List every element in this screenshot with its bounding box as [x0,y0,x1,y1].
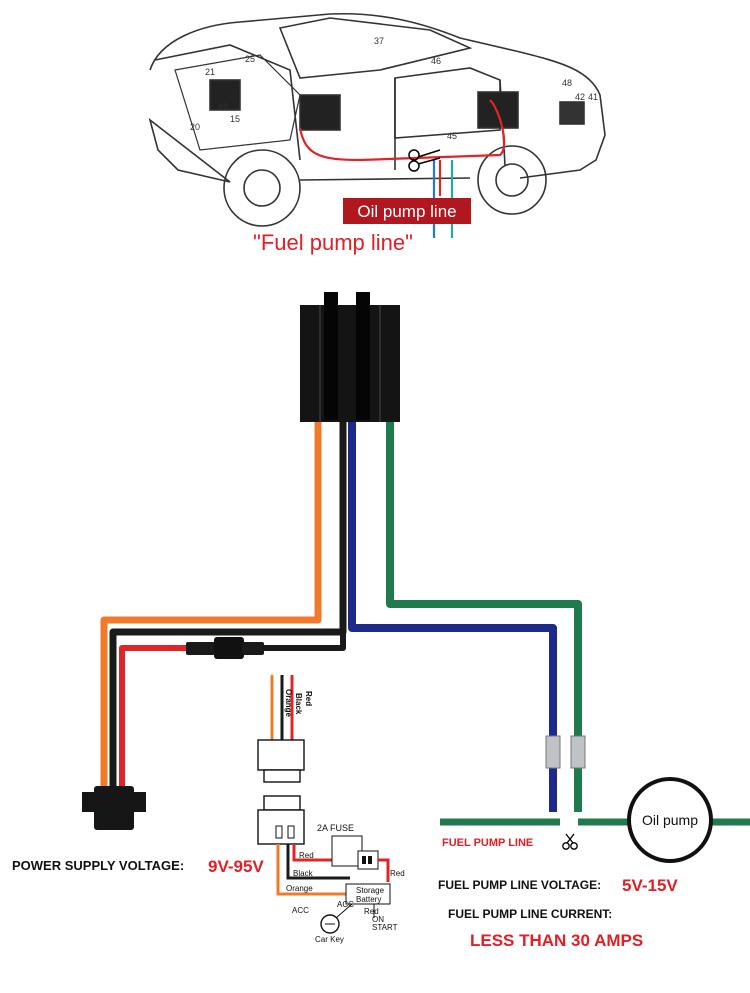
inset-battery [345,883,391,905]
inset-acc-right: ACC [337,900,354,909]
red-wire [119,645,222,788]
inset-on: ON [372,915,384,924]
splice-sleeve [570,735,586,769]
fuel-pump-line-label: FUEL PUMP LINE [442,837,533,849]
gps-relay-module [300,292,400,422]
part-number: 15 [230,114,240,124]
rear-wheel [477,145,547,215]
front-wheel-hub [243,169,281,207]
inset-fuse-holder [331,835,363,867]
part-number: 20 [190,122,200,132]
oil-pump-label: Oil pump [642,812,698,828]
power-connector [82,786,146,830]
inset-acc-left: ACC [292,906,309,915]
engine-block [174,54,301,151]
orange-wire [100,422,322,788]
wiring-inset: Red Black Orange 2A FUSE Red Black Orang… [257,675,405,944]
part-numbers: 37 46 45 48 42 41 25 21 22 15 20 [190,36,598,141]
part-number: 41 [588,92,598,102]
inset-wire-orange: Orange [286,884,313,893]
car-body-outline [148,12,606,183]
inset-wire-red-right: Red [390,869,405,878]
rear-wheel-hub [495,163,529,197]
black-wire [109,422,347,788]
part-number: 22 [218,102,228,112]
part-number: 21 [205,67,215,77]
inset-wire-black: Black [293,869,314,878]
oil-pump-line-banner [343,198,471,224]
inset-fuse-label: 2A FUSE [317,823,354,833]
car-illustration [148,12,606,238]
inset-car-key: Car Key [315,935,344,944]
fuel-current-label: FUEL PUMP LINE CURRENT: [448,907,612,921]
part-number: 48 [562,78,572,88]
car-roof [278,17,473,79]
inset-red-on: Red [364,907,379,916]
inset-wire-red: Red [299,851,314,860]
inset-connector-upper [257,739,305,771]
oil-pump-line-label: Oil pump line [357,202,456,221]
power-supply-label: POWER SUPPLY VOLTAGE: [12,858,184,873]
part-number: 37 [374,36,384,46]
inset-connector-lower [263,795,301,811]
inset-label-black: Black [294,693,303,715]
front-wheel [223,149,301,227]
fuel-tank [477,91,519,129]
inline-fuse [186,637,264,659]
navy-wire [348,422,557,812]
part-number: 46 [431,56,441,66]
engine-part [299,94,341,131]
inset-storage: Storage [356,886,385,895]
fuel-pump-line-caption: "Fuel pump line" [253,230,413,255]
part-number: 42 [575,92,585,102]
oil-pump-circle [627,777,713,863]
fuel-voltage-value: 5V-15V [622,876,678,895]
part-number: 25 [245,54,255,64]
power-supply-value: 9V-95V [208,857,264,876]
inset-label-orange: Orange [284,689,293,718]
fuel-current-value: LESS THAN 30 AMPS [470,931,643,950]
inset-label-red: Red [304,691,313,706]
scissors-icon [408,149,441,172]
scissors-icon [562,833,578,850]
inset-battery-label: Battery [356,895,381,904]
fuel-voltage-label: FUEL PUMP LINE VOLTAGE: [438,878,601,892]
red-wire-return [262,632,346,651]
engine-part [209,79,241,111]
car-fuel-line [298,99,506,162]
inset-start: START [372,923,398,932]
rear-part [559,101,585,125]
part-number: 45 [447,131,457,141]
green-wire [386,422,582,812]
splice-sleeve [545,735,561,769]
